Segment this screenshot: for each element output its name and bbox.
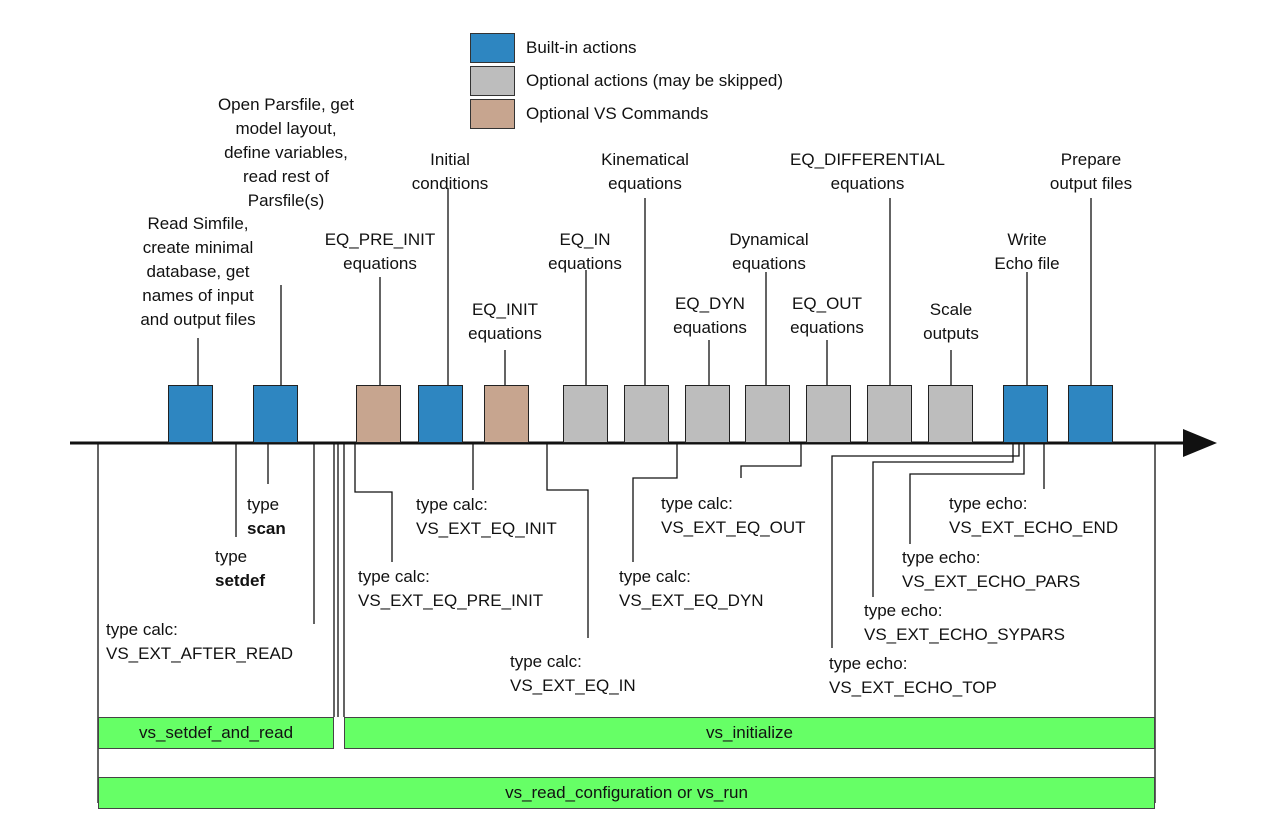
label-eq-dyn: EQ_DYN equations xyxy=(673,294,747,337)
box-eq-in xyxy=(563,385,608,443)
box-read-simfile xyxy=(168,385,213,443)
box-dynamical xyxy=(745,385,790,443)
bar-vs-read-configuration: vs_read_configuration or vs_run xyxy=(98,777,1155,809)
label-scale-outputs: Scale outputs xyxy=(923,300,979,343)
callback-echo-sypars-prefix: type echo: xyxy=(864,601,943,620)
callback-echo-end-name: VS_EXT_ECHO_END xyxy=(949,518,1119,537)
callback-echo-top: type echo: VS_EXT_ECHO_TOP xyxy=(829,652,997,700)
label-initial-conditions: Initial conditions xyxy=(411,150,489,193)
callback-eq-dyn-prefix: type calc: xyxy=(619,567,691,586)
label-write-echo: Write Echo file xyxy=(994,230,1060,273)
box-prepare-output xyxy=(1068,385,1113,443)
label-eq-pre-init: EQ_PRE_INIT equations xyxy=(324,230,436,273)
label-eq-differential: EQ_DIFFERENTIAL equations xyxy=(790,150,945,193)
callback-echo-top-prefix: type echo: xyxy=(829,654,908,673)
legend-builtin-swatch xyxy=(470,33,515,63)
box-eq-dyn xyxy=(685,385,730,443)
box-eq-pre-init xyxy=(356,385,401,443)
callback-eq-pre-init-prefix: type calc: xyxy=(358,567,430,586)
callback-scan-type: scan xyxy=(247,519,286,538)
box-open-parsfile xyxy=(253,385,298,443)
callback-eq-in: type calc: VS_EXT_EQ_IN xyxy=(510,650,636,698)
label-read-simfile: Read Simfile, create minimal database, g… xyxy=(140,214,256,329)
callback-echo-top-name: VS_EXT_ECHO_TOP xyxy=(829,678,997,697)
callback-eq-out-prefix: type calc: xyxy=(661,494,733,513)
callback-after-read-name: VS_EXT_AFTER_READ xyxy=(106,644,294,663)
legend-optional-swatch xyxy=(470,66,515,96)
callback-after-read-prefix: type calc: xyxy=(106,620,178,639)
label-eq-out: EQ_OUT equations xyxy=(790,294,864,337)
box-eq-init xyxy=(484,385,529,443)
box-eq-out xyxy=(806,385,851,443)
callback-eq-out: type calc: VS_EXT_EQ_OUT xyxy=(661,492,806,540)
callback-echo-pars-prefix: type echo: xyxy=(902,548,981,567)
callback-eq-pre-init-name: VS_EXT_EQ_PRE_INIT xyxy=(358,591,544,610)
label-open-parsfile: Open Parsfile, get model layout, define … xyxy=(217,95,355,210)
legend-builtin-label: Built-in actions xyxy=(526,38,637,57)
callback-eq-in-prefix: type calc: xyxy=(510,652,582,671)
timeline-arrowhead xyxy=(1183,429,1217,457)
callback-echo-pars-name: VS_EXT_ECHO_PARS xyxy=(902,572,1081,591)
callback-echo-end-prefix: type echo: xyxy=(949,494,1028,513)
callback-setdef-prefix: type xyxy=(215,547,248,566)
label-dynamical: Dynamical equations xyxy=(729,230,809,273)
label-kinematical: Kinematical equations xyxy=(601,150,689,193)
callback-setdef: type setdef xyxy=(215,545,265,593)
callback-eq-out-name: VS_EXT_EQ_OUT xyxy=(661,518,806,537)
box-write-echo xyxy=(1003,385,1048,443)
box-scale-outputs xyxy=(928,385,973,443)
callback-eq-dyn-name: VS_EXT_EQ_DYN xyxy=(619,591,764,610)
callback-after-read: type calc: VS_EXT_AFTER_READ xyxy=(106,618,293,666)
label-prepare-output: Prepare output files xyxy=(1049,150,1133,193)
callback-scan-prefix: type xyxy=(247,495,280,514)
callback-eq-dyn: type calc: VS_EXT_EQ_DYN xyxy=(619,565,764,613)
bar-vs-setdef-and-read: vs_setdef_and_read xyxy=(98,717,334,749)
callback-eq-init-name: VS_EXT_EQ_INIT xyxy=(416,519,557,538)
callback-eq-pre-init: type calc: VS_EXT_EQ_PRE_INIT xyxy=(358,565,543,613)
callback-echo-end: type echo: VS_EXT_ECHO_END xyxy=(949,492,1118,540)
callback-eq-init: type calc: VS_EXT_EQ_INIT xyxy=(416,493,557,541)
legend-vscmd-swatch xyxy=(470,99,515,129)
box-eq-differential xyxy=(867,385,912,443)
callback-scan: type scan xyxy=(247,493,286,541)
label-eq-in: EQ_IN equations xyxy=(548,230,622,273)
legend-vscmd-label: Optional VS Commands xyxy=(526,104,709,123)
callback-eq-init-prefix: type calc: xyxy=(416,495,488,514)
callback-setdef-type: setdef xyxy=(215,571,266,590)
box-kinematical xyxy=(624,385,669,443)
bar-vs-initialize: vs_initialize xyxy=(344,717,1155,749)
callback-echo-sypars-name: VS_EXT_ECHO_SYPARS xyxy=(864,625,1065,644)
box-initial-conditions xyxy=(418,385,463,443)
callback-echo-pars: type echo: VS_EXT_ECHO_PARS xyxy=(902,546,1080,594)
callback-eq-in-name: VS_EXT_EQ_IN xyxy=(510,676,636,695)
callback-echo-sypars: type echo: VS_EXT_ECHO_SYPARS xyxy=(864,599,1065,647)
legend-optional-label: Optional actions (may be skipped) xyxy=(526,71,784,90)
label-eq-init: EQ_INIT equations xyxy=(468,300,542,343)
